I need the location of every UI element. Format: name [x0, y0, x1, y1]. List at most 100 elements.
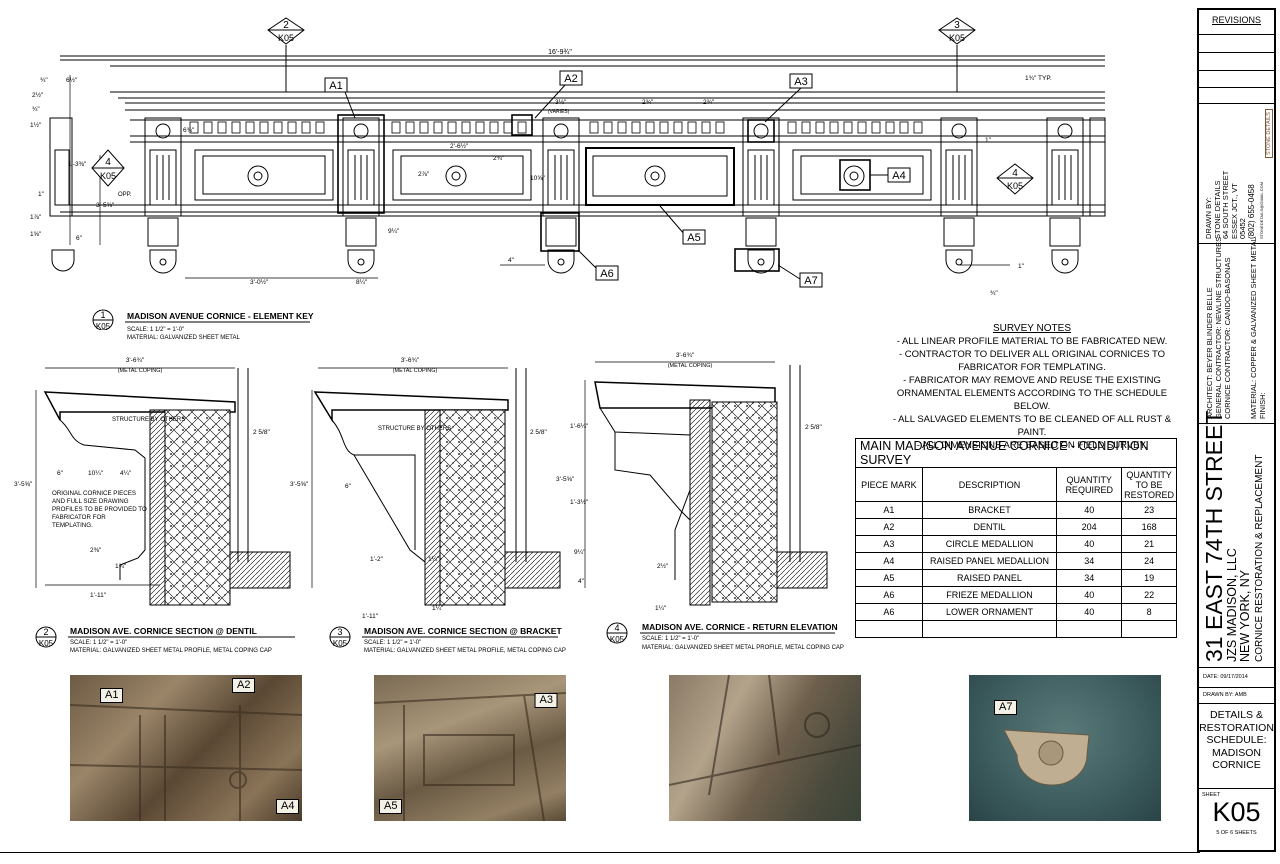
photo-tag-a5: A5	[379, 799, 403, 814]
sec3-dim: 1¼"	[432, 605, 444, 612]
date-row: DATE: 09/17/2014	[1199, 668, 1274, 688]
table-cell	[921, 620, 1058, 638]
dim-label: ¾"	[990, 290, 998, 297]
table-cell: 40	[1056, 535, 1123, 553]
condition-survey-table: MAIN MADISON AVENUE CORNICE - CONDITION …	[855, 438, 1177, 638]
original-cornice-note: ORIGINAL CORNICE PIECES AND FULL SIZE DR…	[52, 490, 147, 529]
drawn-by-section: DRAWN BY: STONE DETAILS 64 SOUTH STREET …	[1199, 104, 1274, 244]
table-cell: LOWER ORNAMENT	[921, 603, 1058, 621]
survey-notes: SURVEY NOTES - ALL LINEAR PROFILE MATERI…	[880, 322, 1184, 452]
survey-note-line: - ALL LINEAR PROFILE MATERIAL TO BE FABR…	[896, 336, 1168, 347]
table-cell: A6	[855, 603, 923, 621]
title-block: REVISIONS DRAWN BY: STONE DETAILS 64 SOU…	[1197, 8, 1276, 852]
sec2-side-dim: 2 5/8"	[253, 429, 270, 436]
dim-label: ¾"	[40, 77, 48, 84]
marker-4a-number: 4	[105, 157, 111, 168]
section-4-material: MATERIAL: GALVANIZED SHEET METAL PROFILE…	[642, 645, 844, 651]
dim-label: 6½"	[66, 76, 78, 84]
dim-label: 1"	[985, 137, 992, 144]
photo-tag-a7: A7	[994, 700, 1018, 715]
sec2-coping-dim: 3'-6¾"	[126, 357, 145, 364]
material-finish: MATERIAL: COPPER & GALVANIZED SHEET META…	[1249, 237, 1267, 419]
sec4-dim: 1¼"	[655, 605, 667, 612]
sec3-dim: 6"	[345, 483, 352, 490]
sec3-bottom: 1'-11"	[362, 613, 379, 620]
table-cell: RAISED PANEL	[921, 569, 1058, 587]
sec2-structure: STRUCTURE BY OTHERS	[112, 417, 185, 423]
material: MATERIAL: COPPER & GALVANIZED SHEET META…	[1249, 237, 1258, 419]
table-cell: 34	[1056, 552, 1123, 570]
sheet-label: SHEET	[1202, 792, 1221, 798]
table-cell: A3	[855, 535, 923, 553]
dim-label: 9¼"	[388, 228, 400, 235]
sec3-height: 3'-5⅝"	[290, 481, 309, 488]
column-header: QUANTITY REQUIRED	[1056, 467, 1123, 502]
table-cell: 40	[1056, 586, 1123, 604]
sec2-dim: 10¼"	[88, 470, 104, 477]
photo-medallion-panel: A3 A5	[374, 675, 566, 821]
element-key-scale: SCALE: 1 1/2" = 1'-0"	[127, 327, 185, 333]
dim-label: 2¾"	[642, 99, 654, 106]
photo-tag-a1: A1	[100, 688, 124, 703]
sec4-height: 3'-5⅝"	[556, 476, 575, 483]
sec2-dim: 2⅜"	[90, 547, 102, 554]
project-team: ARCHITECT: BEYER BLINDER BELLE GENERAL C…	[1205, 237, 1232, 419]
dim-label: 2¾"	[493, 155, 505, 162]
dim-label: 1"	[38, 191, 45, 198]
stone-details-logo: STONE DETAILS	[1265, 109, 1273, 158]
sheet-count: 5 OF 6 SHEETS	[1216, 830, 1257, 836]
dim-label: 1½"	[30, 121, 42, 129]
sec4-dim: 4"	[578, 578, 585, 585]
table-cell: 168	[1121, 518, 1177, 536]
dim-label: ¾"	[32, 106, 40, 113]
table-cell: 19	[1121, 569, 1177, 587]
table-cell: 21	[1121, 535, 1177, 553]
photo-texture	[669, 675, 861, 796]
marker-3-sheet: K05	[949, 33, 965, 43]
table-cell	[855, 620, 923, 638]
element-key-material: MATERIAL: GALVANIZED SHEET METAL	[127, 335, 240, 341]
phone-number: (802) 655-0458	[1247, 184, 1256, 239]
sec4-coping-label: (METAL COPING)	[668, 363, 713, 369]
table-cell: A6	[855, 586, 923, 604]
dim-label: 3'-0½"	[250, 278, 269, 286]
photo-brackets-dentils: A1 A2 A4	[70, 675, 302, 821]
scope: CORNICE RESTORATION & REPLACEMENT	[1254, 454, 1265, 662]
marker-3-number: 3	[954, 20, 960, 31]
table-cell: A2	[855, 518, 923, 536]
photo-texture	[70, 704, 302, 821]
photo-tag-a3: A3	[534, 693, 558, 708]
section-2-material: MATERIAL: GALVANIZED SHEET METAL PROFILE…	[70, 648, 272, 654]
section-3-material: MATERIAL: GALVANIZED SHEET METAL PROFILE…	[364, 648, 566, 654]
dim-label: (VARIES)	[548, 109, 570, 115]
callout-a4: A4	[892, 170, 905, 182]
sec4-dim: 1'-6¼"	[570, 423, 589, 430]
revisions-label: REVISIONS	[1211, 15, 1261, 25]
table-cell	[1121, 620, 1177, 638]
cornice-contractor: CORNICE CONTRACTOR: CANIDO-BASONAS	[1223, 257, 1232, 419]
email: STONEDETAILS@GMAIL.COM	[1259, 181, 1264, 239]
section-4-number: 4	[614, 623, 619, 633]
survey-note-line: - ALL SALVAGED ELEMENTS TO BE CLEANED OF…	[892, 414, 1172, 438]
sec3-dim: 1¼"	[428, 556, 440, 563]
table-cell: BRACKET	[921, 501, 1058, 519]
sec2-dim: 6"	[57, 470, 64, 477]
section-2-title: MADISON AVE. CORNICE SECTION @ DENTIL	[70, 626, 257, 636]
dim-label: 2½"	[32, 91, 44, 99]
dim-label: 2⅞"	[418, 171, 430, 178]
dim-label: 2¾"	[703, 99, 715, 106]
section-2-scale: SCALE: 1 1/2" = 1'-0"	[70, 640, 128, 646]
table-cell: 23	[1121, 501, 1177, 519]
photo-texture	[374, 692, 566, 821]
dim-label: 1⅝"	[30, 231, 42, 238]
survey-note-line: FABRICATOR FOR TEMPLATING.	[958, 362, 1106, 373]
dim-label: 2'-6½"	[450, 142, 469, 150]
dim-label: 1'-3⅜"	[68, 161, 87, 168]
photo-frieze-medallion: A6	[669, 675, 861, 821]
table-cell: A4	[855, 552, 923, 570]
table-cell: 40	[1056, 603, 1123, 621]
table-row	[855, 620, 1177, 638]
